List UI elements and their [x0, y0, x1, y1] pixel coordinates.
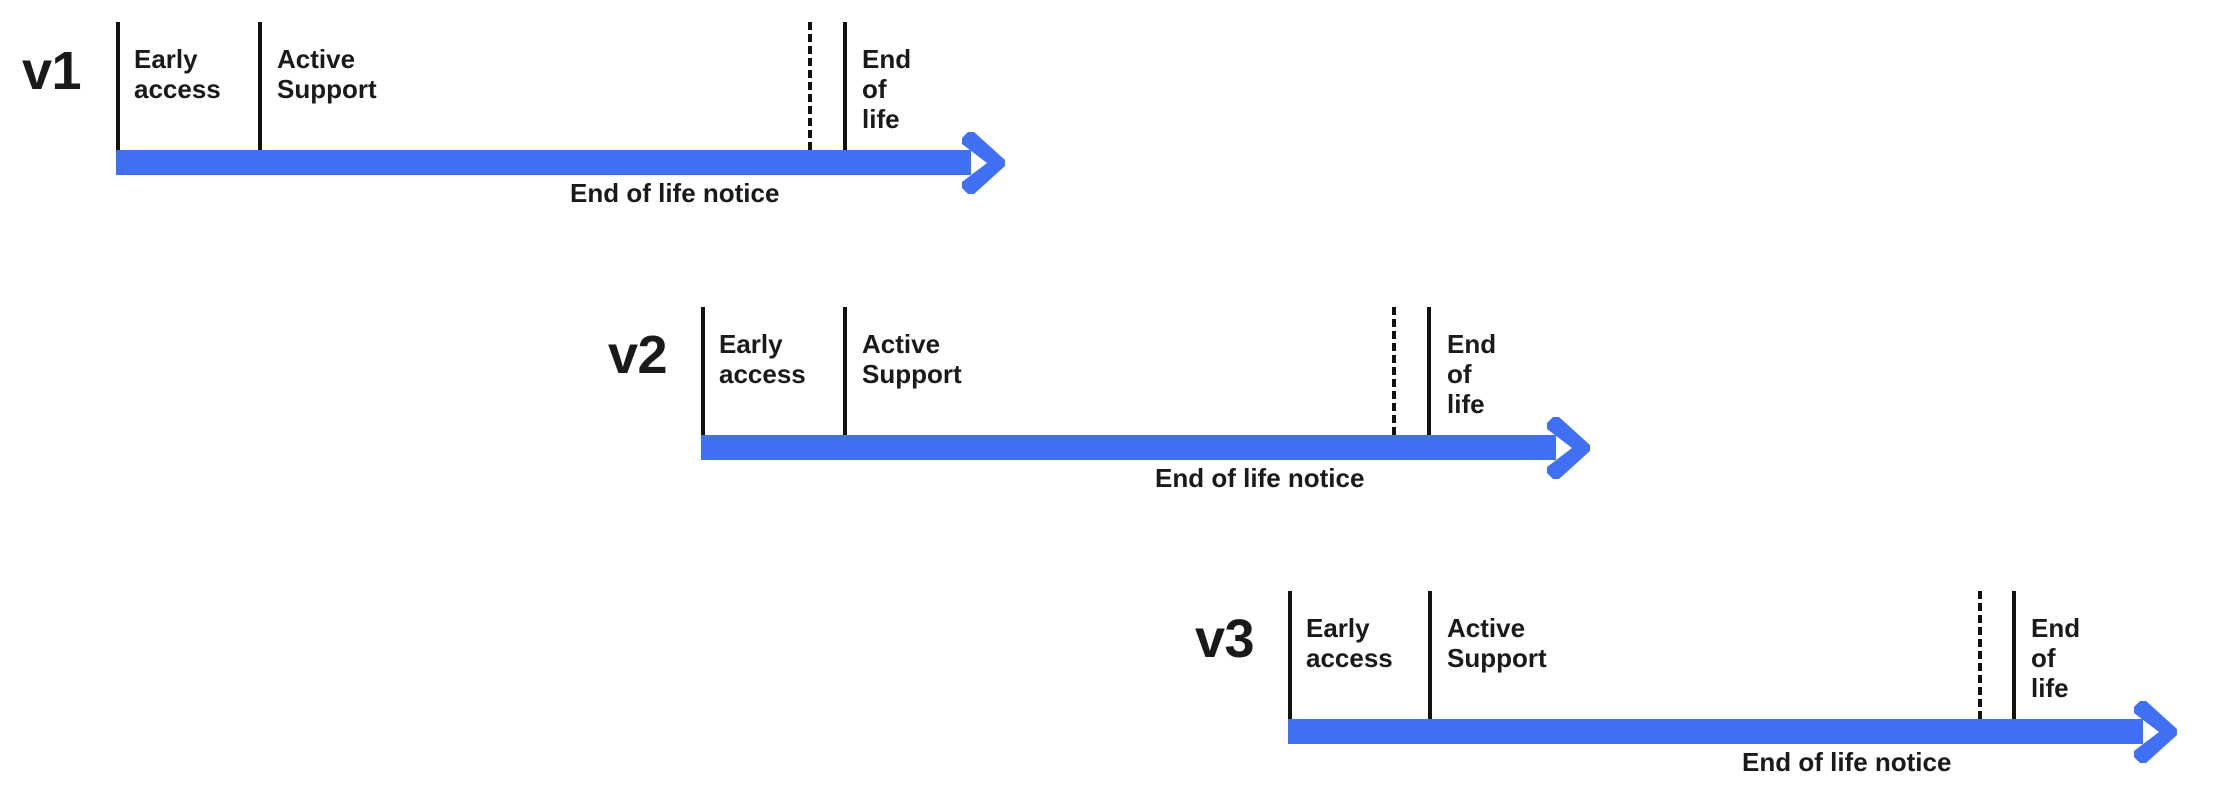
tick-early-access-start [116, 22, 120, 150]
phase-label-end-of-life: End of life [862, 44, 912, 135]
arrow-right-icon [2132, 701, 2200, 763]
phase-label-early-access: Early access [719, 329, 806, 390]
tick-end-of-life-notice-marker [808, 22, 812, 150]
tick-active-support-start [258, 22, 262, 150]
arrow-right-icon [1545, 417, 1613, 479]
tick-end-of-life-notice-marker [1392, 307, 1396, 435]
tick-end-of-life-start [843, 22, 847, 150]
phase-label-early-access: Early access [134, 44, 221, 105]
tick-end-of-life-start [1427, 307, 1431, 435]
phase-label-end-of-life: End of life [2031, 613, 2081, 704]
timeline-bar [1288, 719, 2143, 744]
timeline-bar [116, 150, 971, 175]
version-label-v2: v2 [608, 325, 668, 385]
tick-early-access-start [1288, 591, 1292, 719]
end-of-life-notice-label: End of life notice [1155, 463, 1365, 493]
version-label-v3: v3 [1195, 609, 1255, 669]
end-of-life-notice-label: End of life notice [570, 178, 780, 208]
phase-label-active-support: Active Support [277, 44, 377, 105]
phase-label-early-access: Early access [1306, 613, 1393, 674]
tick-end-of-life-start [2012, 591, 2016, 719]
arrow-right-icon [960, 132, 1028, 194]
timeline-bar [701, 435, 1556, 460]
tick-early-access-start [701, 307, 705, 435]
tick-active-support-start [843, 307, 847, 435]
end-of-life-notice-label: End of life notice [1742, 747, 1952, 777]
tick-end-of-life-notice-marker [1978, 591, 1982, 719]
phase-label-active-support: Active Support [862, 329, 962, 390]
phase-label-end-of-life: End of life [1447, 329, 1497, 420]
tick-active-support-start [1428, 591, 1432, 719]
version-label-v1: v1 [22, 41, 82, 101]
phase-label-active-support: Active Support [1447, 613, 1547, 674]
